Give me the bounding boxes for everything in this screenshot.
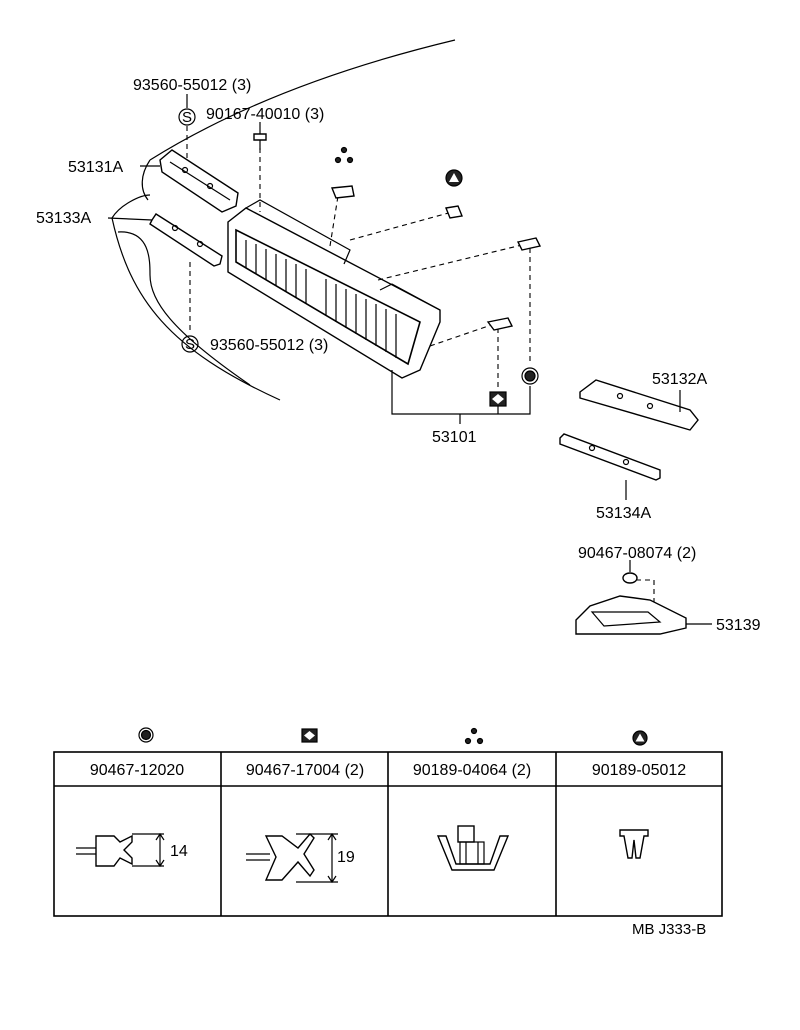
circle-dot-icon: [521, 367, 539, 385]
triangle-circle-icon: [632, 730, 648, 746]
bolt-s-symbol-top: S: [178, 108, 196, 126]
upper-left-bracket: [159, 149, 239, 213]
lower-right-bracket: [559, 433, 661, 500]
diamond-square-icon: [301, 728, 318, 743]
drawing-code: MB J333-B: [632, 921, 706, 938]
label-screw-top: 90167-40010 (3): [206, 106, 324, 123]
clip-drawing-90467-12020: 14: [76, 832, 188, 868]
leader-lines: [186, 126, 655, 604]
three-dots-icon: [464, 727, 484, 745]
label-bolt-bottom-left: 93560-55012 (3): [210, 337, 328, 354]
dimension-14: 14: [170, 843, 188, 860]
label-lower-right-bracket: 53134A: [596, 505, 651, 522]
clip-drawing-90189-04064: [436, 825, 510, 871]
table-part-col-3: 90189-04064 (2): [413, 762, 531, 779]
part-labels: 93560-55012 (3) S 90167-40010 (3) 53131A…: [36, 77, 761, 634]
clip-small-part: [622, 560, 638, 584]
lower-cover: [575, 595, 712, 635]
svg-text:S: S: [185, 336, 195, 353]
label-upper-left-bracket: 53131A: [68, 159, 123, 176]
lower-left-bracket: [149, 213, 223, 267]
upper-right-bracket: [579, 379, 699, 431]
circle-dot-icon: [138, 727, 154, 743]
fastener-parts: [253, 133, 542, 331]
label-bolt-top-left: 93560-55012 (3): [133, 77, 251, 94]
diagram-symbol-markers: [334, 146, 539, 407]
label-grille-assembly: 53101: [432, 429, 477, 446]
label-lower-cover: 53139: [716, 617, 761, 634]
clip-drawing-90189-05012: [619, 829, 649, 859]
three-dots-icon: [334, 146, 354, 164]
grille-assembly: [227, 199, 441, 379]
bolt-s-symbol-bottom: S: [181, 335, 199, 353]
clip-drawing-90467-17004: 19: [246, 832, 355, 884]
triangle-circle-icon: [445, 169, 463, 187]
table-part-col-4: 90189-05012: [592, 762, 686, 779]
label-clip-small: 90467-08074 (2): [578, 545, 696, 562]
fastener-table: 90467-12020 90467-17004 (2) 90189-04064 …: [53, 727, 723, 917]
table-part-col-2: 90467-17004 (2): [246, 762, 364, 779]
diamond-square-icon: [489, 391, 507, 407]
table-part-col-1: 90467-12020: [90, 762, 184, 779]
svg-text:S: S: [182, 109, 192, 126]
label-lower-left-bracket: 53133A: [36, 210, 91, 227]
car-body-outline: [111, 39, 456, 401]
label-upper-right-bracket: 53132A: [652, 371, 707, 388]
dimension-19: 19: [337, 849, 355, 866]
